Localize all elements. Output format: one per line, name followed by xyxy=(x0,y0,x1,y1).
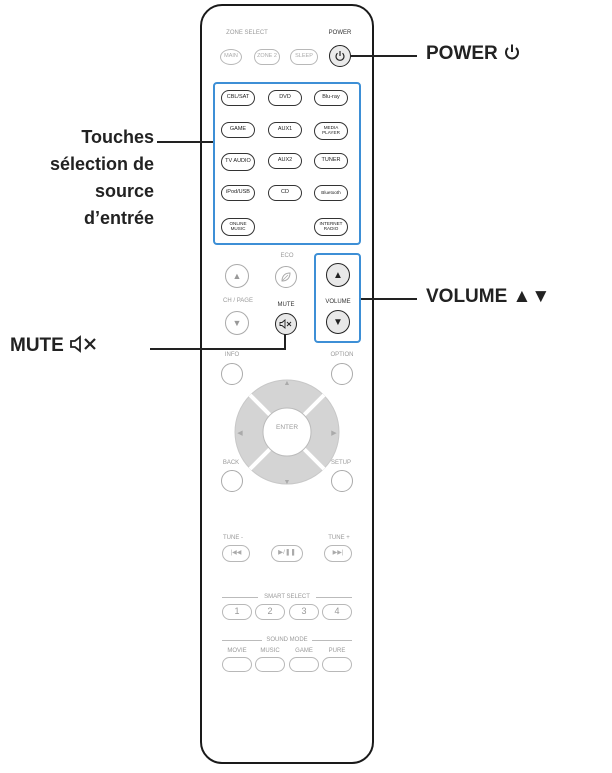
svg-text:▲: ▲ xyxy=(284,380,291,387)
sound-mode-label-music: MUSIC xyxy=(260,648,280,654)
smart-select-label: SMART SELECT xyxy=(258,594,316,600)
play-pause-button[interactable]: ▶/❚❚ xyxy=(271,545,303,562)
sources-callout-line2: sélection de xyxy=(49,154,154,174)
source-button-aux1[interactable]: AUX1 xyxy=(268,122,302,138)
speaker-mute-icon xyxy=(279,319,292,329)
sources-callout-line xyxy=(157,141,213,143)
source-button-game[interactable]: GAME xyxy=(221,122,255,138)
power-button[interactable] xyxy=(329,45,351,67)
volume-label: VOLUME xyxy=(325,299,351,305)
source-button-online-music[interactable]: ONLINE MUSIC xyxy=(221,218,255,236)
svg-text:▼: ▼ xyxy=(284,479,291,486)
source-button-bluetooth[interactable]: Bluetooth xyxy=(314,185,348,201)
sound-mode-button-pure[interactable] xyxy=(322,657,352,672)
power-label: POWER xyxy=(328,30,352,36)
svg-text:◀: ◀ xyxy=(237,430,243,437)
tune-plus-label: TUNE + xyxy=(328,535,350,541)
sources-callout-line3: source xyxy=(94,181,154,201)
mute-button[interactable] xyxy=(275,313,297,335)
mute-callout-text: MUTE xyxy=(10,335,64,356)
eco-label: ECO xyxy=(280,253,294,259)
power-icon xyxy=(505,44,520,60)
back-label: BACK xyxy=(222,460,240,466)
sound-mode-button-movie[interactable] xyxy=(222,657,252,672)
source-button-cd[interactable]: CD xyxy=(268,185,302,201)
cursor-pad[interactable]: ▲ ▼ ◀ ▶ xyxy=(230,375,344,489)
mute-label: MUTE xyxy=(277,302,295,308)
sound-mode-label-movie: MOVIE xyxy=(227,648,247,654)
eco-button[interactable] xyxy=(275,266,297,288)
triangle-up-icon: ▲ xyxy=(232,271,242,281)
triangle-down-icon: ▼ xyxy=(232,318,242,328)
source-button-dvd[interactable]: DVD xyxy=(268,90,302,106)
info-label: INFO xyxy=(224,352,240,358)
source-button-tuner[interactable]: TUNER xyxy=(314,153,348,169)
volume-callout-line xyxy=(361,298,417,300)
option-label: OPTION xyxy=(330,352,354,358)
sound-mode-label: SOUND MODE xyxy=(262,637,312,643)
volume-buttons-highlight xyxy=(314,253,361,343)
enter-label: ENTER xyxy=(275,424,299,431)
volume-down-button[interactable]: ▼ xyxy=(326,310,350,334)
source-button-ipod-usb[interactable]: iPod/USB xyxy=(221,185,255,201)
sound-mode-label-pure: PURE xyxy=(328,648,346,654)
sources-callout-line1: Touches xyxy=(81,127,154,147)
source-button-media-player[interactable]: MEDIA PLAYER xyxy=(314,122,348,140)
setup-button[interactable] xyxy=(331,470,353,492)
source-button-tv-audio[interactable]: TV AUDIO xyxy=(221,153,255,171)
leaf-icon xyxy=(281,272,291,282)
source-button-internet-radio[interactable]: INTERNET RADIO xyxy=(314,218,348,236)
smart-select-button-4[interactable]: 4 xyxy=(322,604,352,620)
source-button-aux2[interactable]: AUX2 xyxy=(268,153,302,169)
source-button-cbl-sat[interactable]: CBL/SAT xyxy=(221,90,255,106)
next-button[interactable]: ▶▶| xyxy=(324,545,352,562)
ch-page-label: CH / PAGE xyxy=(223,298,253,304)
sound-mode-label-game: GAME xyxy=(295,648,313,654)
power-icon xyxy=(335,51,345,61)
sleep-button[interactable]: SLEEP xyxy=(290,49,318,65)
speaker-mute-icon xyxy=(70,335,96,353)
setup-label: SETUP xyxy=(330,460,351,466)
channel-down-button[interactable]: ▼ xyxy=(225,311,249,335)
power-callout-line xyxy=(351,55,417,57)
sources-callout: Touches sélection de source d’entrée xyxy=(20,124,154,232)
option-button[interactable] xyxy=(331,363,353,385)
zone-select-label: ZONE SELECT xyxy=(226,30,268,36)
info-button[interactable] xyxy=(221,363,243,385)
sources-callout-line4: d’entrée xyxy=(83,208,154,228)
tune-minus-label: TUNE - xyxy=(223,535,243,541)
triangle-up-icon: ▲ xyxy=(333,269,343,281)
volume-up-button[interactable]: ▲ xyxy=(326,263,350,287)
main-zone-button[interactable]: MAIN xyxy=(220,49,242,65)
triangle-down-icon: ▼ xyxy=(333,316,343,328)
mute-callout-connector xyxy=(284,334,286,350)
mute-callout: MUTE xyxy=(10,335,105,357)
back-button[interactable] xyxy=(221,470,243,492)
sound-mode-button-music[interactable] xyxy=(255,657,285,672)
zone2-button[interactable]: ZONE 2 xyxy=(254,49,280,65)
source-button-blu-ray[interactable]: Blu-ray xyxy=(314,90,348,106)
svg-text:▶: ▶ xyxy=(331,430,337,437)
power-callout: POWER xyxy=(426,43,521,65)
smart-select-button-2[interactable]: 2 xyxy=(255,604,285,620)
sound-mode-button-game[interactable] xyxy=(289,657,319,672)
previous-button[interactable]: |◀◀ xyxy=(222,545,250,562)
volume-callout: VOLUME ▲▼ xyxy=(426,286,551,307)
power-callout-text: POWER xyxy=(426,43,498,64)
source-buttons-highlight xyxy=(213,82,361,245)
mute-callout-line xyxy=(150,348,286,350)
smart-select-button-3[interactable]: 3 xyxy=(289,604,319,620)
channel-up-button[interactable]: ▲ xyxy=(225,264,249,288)
smart-select-button-1[interactable]: 1 xyxy=(222,604,252,620)
